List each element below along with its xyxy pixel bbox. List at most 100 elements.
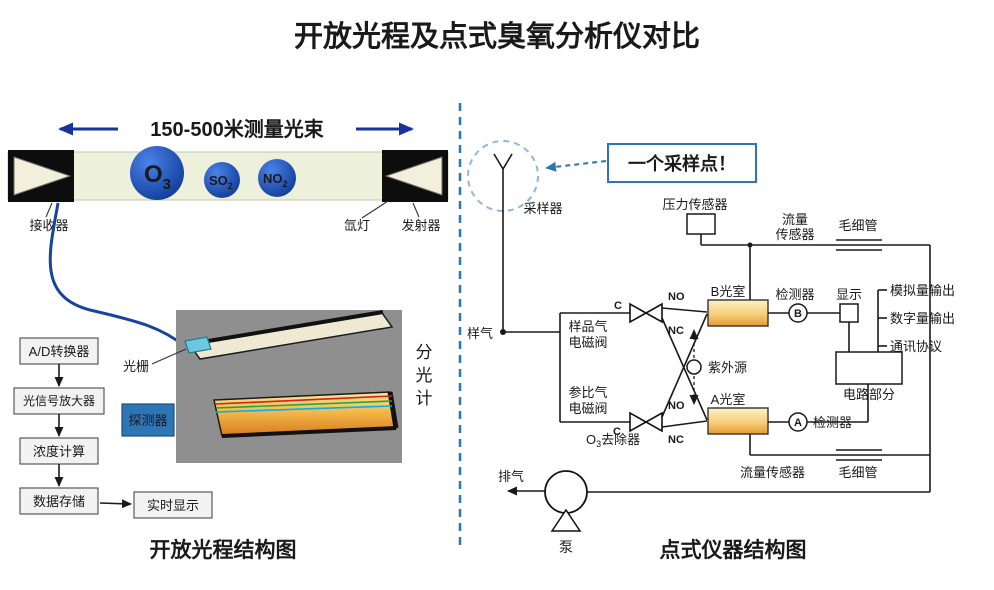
open-path-panel: 150-500米测量光束 O3 SO2 NO2 接收器 氙灯 [7,118,449,562]
receiver-pointer [45,202,53,218]
chamber-a [707,407,769,435]
ref-valve-label1: 参比气 [568,385,607,400]
molecule-so2-label: SO2 [209,173,233,191]
ref-valve-c: C [613,426,621,438]
callout-text: 一个采样点！ [628,153,736,174]
spectrometer-label-char1: 分 [416,343,433,362]
o3-remover-label: O3去除器 [586,432,640,449]
pressure-sensor-label: 压力传感器 [662,197,727,212]
receiver-cone [13,156,72,196]
grating-label: 光栅 [123,359,149,374]
chamber-a-label: A光室 [711,392,746,407]
pump-circle [544,470,588,514]
point-type-panel: 采样器 一个采样点！ [467,140,955,562]
spectrum-line-red [215,395,393,405]
detector-b-label: 检测器 [775,287,814,302]
sample-solenoid-valve [629,302,663,324]
left-caption: 开放光程结构图 [150,538,297,562]
ref-nc-to-a [661,420,708,428]
ref-valve-no: NO [668,400,685,412]
sample-valve-nc: NC [668,325,684,337]
display-label: 显示 [836,287,862,302]
flow-box-storage-label: 数据存储 [33,494,85,509]
spectrometer-label-char3: 计 [416,389,433,408]
flow-box-amplifier-label: 光信号放大器 [23,393,95,408]
sample-valve-label1: 样品气 [568,319,607,334]
flow-sensor-top-label2: 传感器 [775,227,814,242]
flow-sensor-bottom-label: 流量传感器 [740,465,805,480]
grating-pointer [151,348,187,365]
pressure-sensor-box [686,213,716,235]
sample-nc-to-a [661,317,708,421]
detector-label: 探测器 [128,413,167,428]
emitter-label: 发射器 [401,218,440,233]
right-caption: 点式仪器结构图 [660,538,807,562]
capillary-bottom-label: 毛细管 [838,465,877,480]
ref-no-to-b [661,313,708,418]
sampler-highlight-circle [467,140,539,212]
ref-valve-nc: NC [668,434,684,446]
mirror-upper-edge [189,310,384,346]
flow-box-concentration [19,437,99,465]
detector-box [121,403,175,437]
spectrometer [176,310,402,463]
emitter-pointer [412,202,420,218]
flow-arrow-4 [99,499,132,509]
molecule-o3-label: O3 [144,161,171,193]
flow-box-concentration-label: 浓度计算 [33,444,85,459]
signal-flowchart: A/D转换器 光信号放大器 浓度计算 数据存储 实时显示 [13,337,213,519]
xenon-pointer [361,200,389,219]
ref-solenoid-valve [629,411,663,433]
uv-source-label: 紫外源 [708,360,747,375]
flow-box-adc-label: A/D转换器 [29,344,90,359]
mirror-gold-cap [387,391,399,429]
spectrum-line-green [215,400,393,409]
sample-gas-label: 样气 [467,326,493,341]
flow-box-storage [19,487,99,515]
output-digital-label: 数字量输出 [890,311,955,326]
spectrometer-label-char2: 光 [416,366,433,385]
page-title: 开放光程及点式臭氧分析仪对比 [294,20,700,53]
fiber-cable [48,202,187,349]
output-protocol-label: 通讯协议 [890,339,942,354]
molecule-no2-circle [258,159,296,197]
sampler-label: 采样器 [523,201,562,216]
beam-length-label: 150-500米测量光束 [150,118,324,141]
capillary-top-label: 毛细管 [838,218,877,233]
flow-sensor-top-label: 流量 [782,212,808,227]
emitter-cone [384,156,443,196]
flow-box-display-label: 实时显示 [147,498,199,513]
chamber-b-label: B光室 [711,284,746,299]
circuit-box [835,351,903,385]
molecule-no2-label: NO2 [263,171,288,189]
pump-label: 泵 [559,539,573,555]
molecule-o3-circle [130,146,184,200]
callout-box [607,143,757,183]
ref-valve-label2: 电磁阀 [568,401,607,416]
molecule-so2-circle [204,162,240,198]
exhaust-label: 排气 [498,469,524,484]
gas-piping [500,205,931,496]
measurement-tube: O3 SO2 NO2 [7,146,449,202]
sample-valve-label2: 电磁阀 [568,335,607,350]
sample-valve-no: NO [668,291,685,303]
sample-valve-c: C [614,300,622,312]
output-analog-label: 模拟量输出 [890,283,955,298]
display-box [839,303,859,323]
detector-b-letter: B [794,308,802,320]
mirror-gold-edge [221,426,397,438]
chamber-b [707,299,769,327]
xenon-label: 氙灯 [344,218,370,233]
circuit-label: 电路部分 [843,387,895,402]
receiver-label: 接收器 [29,218,68,233]
sample-no-to-b [661,307,708,313]
uv-source-circle [686,359,702,375]
spectrum-line-cyan [215,405,393,413]
sampler-probe-icon [493,153,513,205]
grating-element [184,336,212,354]
flow-box-adc [19,337,99,365]
pump-stand [550,508,582,532]
flow-box-amplifier [13,387,105,415]
